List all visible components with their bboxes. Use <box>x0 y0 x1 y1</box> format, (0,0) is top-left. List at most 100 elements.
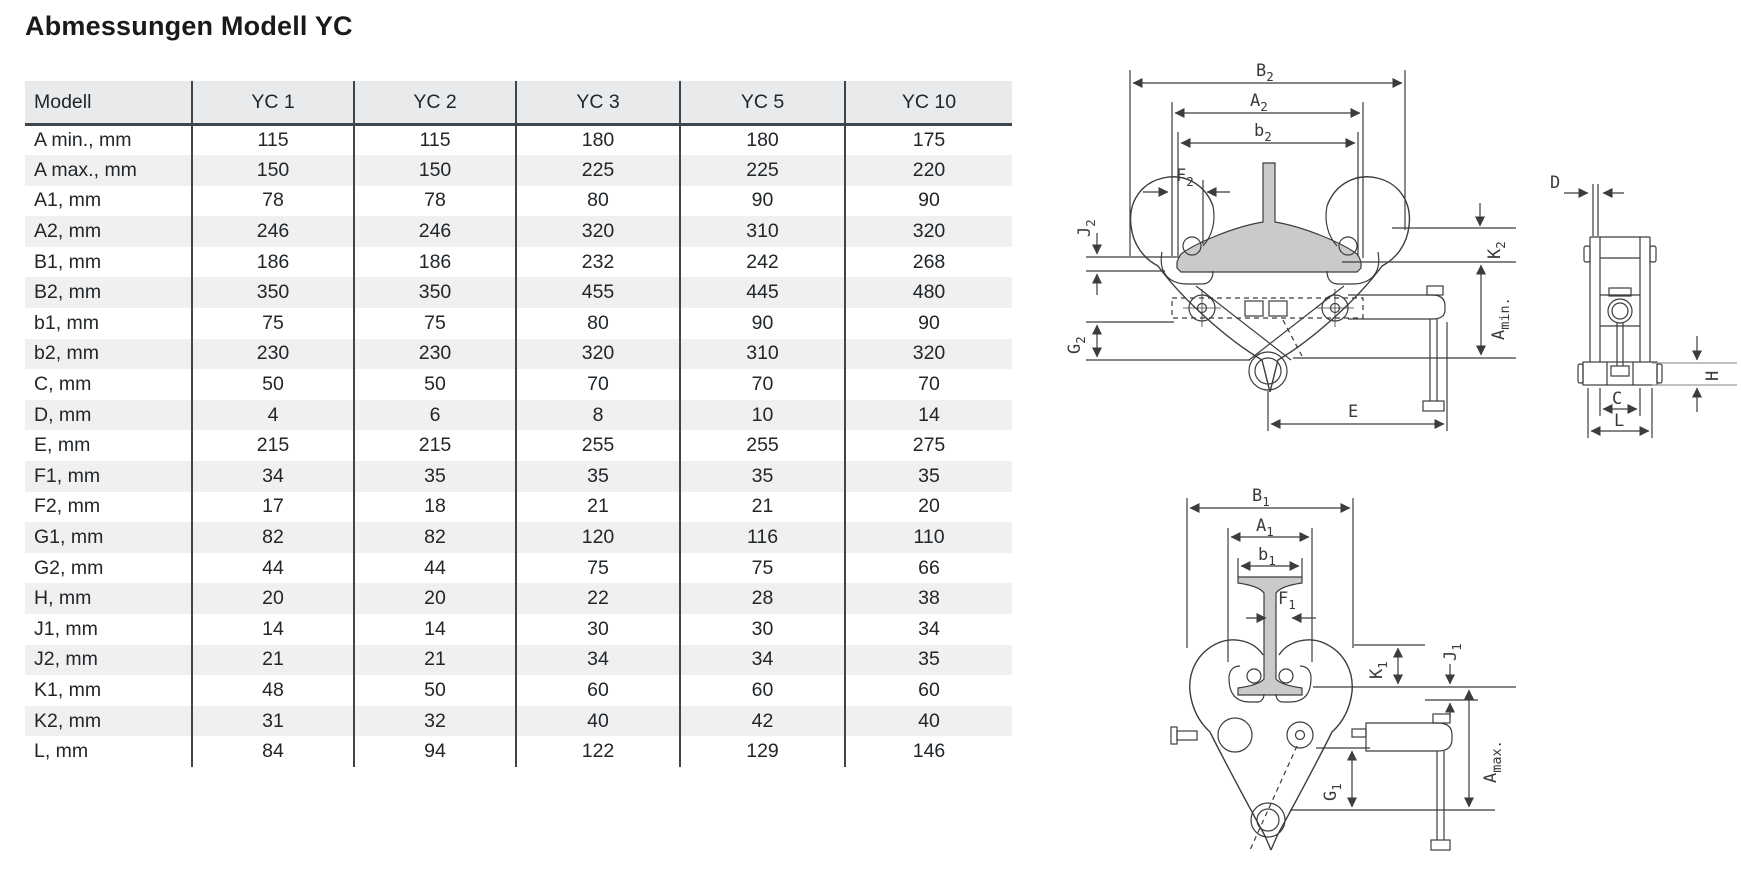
front-view-a-max-drawing: B1 A1 b1 F1 K1 J1 <box>1170 486 1516 851</box>
dimension-f2: F2 <box>1143 166 1230 244</box>
cell-value: 20 <box>191 583 354 614</box>
row-label: b2, mm <box>34 342 100 365</box>
cell-value: 8 <box>515 399 680 431</box>
cell-value: 116 <box>679 522 845 553</box>
pivot-pin-left <box>1246 668 1262 684</box>
beam-i-profile <box>1237 576 1303 696</box>
row-label: A min., mm <box>34 129 132 152</box>
dim-label-a1: A1 <box>1256 516 1274 539</box>
cell-value: 6 <box>353 399 516 431</box>
dimension-e: E <box>1267 322 1448 431</box>
dimension-g2: G2 <box>1065 321 1250 361</box>
cell-value: 80 <box>515 185 680 217</box>
cell-value: 75 <box>679 552 845 584</box>
dim-label-b2-cap: B2 <box>1256 61 1274 84</box>
column-header: YC 1 <box>191 81 354 126</box>
cell-value: 115 <box>353 124 516 156</box>
cell-value: 246 <box>191 216 354 247</box>
cell-value: 75 <box>515 552 680 584</box>
cell-value: 246 <box>353 216 516 247</box>
cell-value: 42 <box>679 705 845 737</box>
dimension-a1: A1 <box>1227 516 1313 662</box>
dim-label-j2: J2 <box>1075 219 1098 237</box>
cell-value: 129 <box>679 736 845 767</box>
cell-value: 150 <box>353 155 516 186</box>
cell-value: 186 <box>191 246 354 278</box>
cell-value: 20 <box>353 583 516 614</box>
adjusting-screw-hidden <box>1171 289 1364 327</box>
dim-label-b2-small: b2 <box>1254 121 1272 144</box>
cell-value: 44 <box>353 552 516 584</box>
dimension-f1: F1 <box>1246 589 1316 623</box>
dimension-j2: J2 <box>1075 219 1180 295</box>
cell-value: 320 <box>844 338 1012 370</box>
dimension-a2: A2 <box>1171 91 1364 258</box>
cell-value: 70 <box>679 369 845 400</box>
cell-value: 17 <box>191 491 354 523</box>
cell-value: 14 <box>191 614 354 645</box>
cell-value: 215 <box>353 430 516 462</box>
row-label: J2, mm <box>34 648 98 671</box>
cell-value: 78 <box>191 185 354 217</box>
cell-value: 445 <box>679 277 845 309</box>
dim-label-f2: F2 <box>1176 166 1194 189</box>
pivot-pin-left <box>1182 236 1202 256</box>
row-label: H, mm <box>34 587 92 610</box>
cell-value: 225 <box>679 155 845 186</box>
cell-value: 225 <box>515 155 680 186</box>
cell-value: 40 <box>844 705 1012 737</box>
cell-value: 180 <box>679 124 845 156</box>
row-label: K2, mm <box>34 709 102 732</box>
dimension-b2: B2 <box>1129 61 1406 256</box>
cell-value: 146 <box>844 736 1012 767</box>
dimension-a-max: Amax. <box>1464 689 1505 808</box>
cell-value: 60 <box>515 675 680 706</box>
dim-label-a-min: Amin. <box>1489 297 1513 340</box>
cell-value: 66 <box>844 552 1012 584</box>
dimension-g1: G1 <box>1290 747 1495 811</box>
row-label: K1, mm <box>34 678 102 701</box>
dim-label-g1: G1 <box>1321 783 1344 801</box>
cell-value: 232 <box>515 246 680 278</box>
cell-value: 350 <box>353 277 516 309</box>
cell-value: 18 <box>353 491 516 523</box>
cell-value: 50 <box>191 369 354 400</box>
cell-value: 110 <box>844 522 1012 553</box>
cell-value: 82 <box>353 522 516 553</box>
cell-value: 255 <box>679 430 845 462</box>
cell-value: 32 <box>353 705 516 737</box>
cell-value: 38 <box>844 583 1012 614</box>
dim-label-a-max: Amax. <box>1481 740 1505 783</box>
cell-value: 60 <box>844 675 1012 706</box>
cell-value: 78 <box>353 185 516 217</box>
row-label: B2, mm <box>34 281 102 304</box>
dimension-j1: J1 <box>1425 643 1478 718</box>
cell-value: 120 <box>515 522 680 553</box>
dim-label-l: L <box>1614 411 1624 431</box>
pivot-pin-right <box>1338 236 1358 256</box>
screw-handle <box>1351 713 1453 851</box>
cell-value: 31 <box>191 705 354 737</box>
pivot-pin-right <box>1278 668 1294 684</box>
cell-value: 20 <box>844 491 1012 523</box>
column-header: YC 3 <box>515 81 680 126</box>
cell-value: 28 <box>679 583 845 614</box>
clamp-body <box>1170 639 1353 851</box>
row-label: F1, mm <box>34 464 101 487</box>
